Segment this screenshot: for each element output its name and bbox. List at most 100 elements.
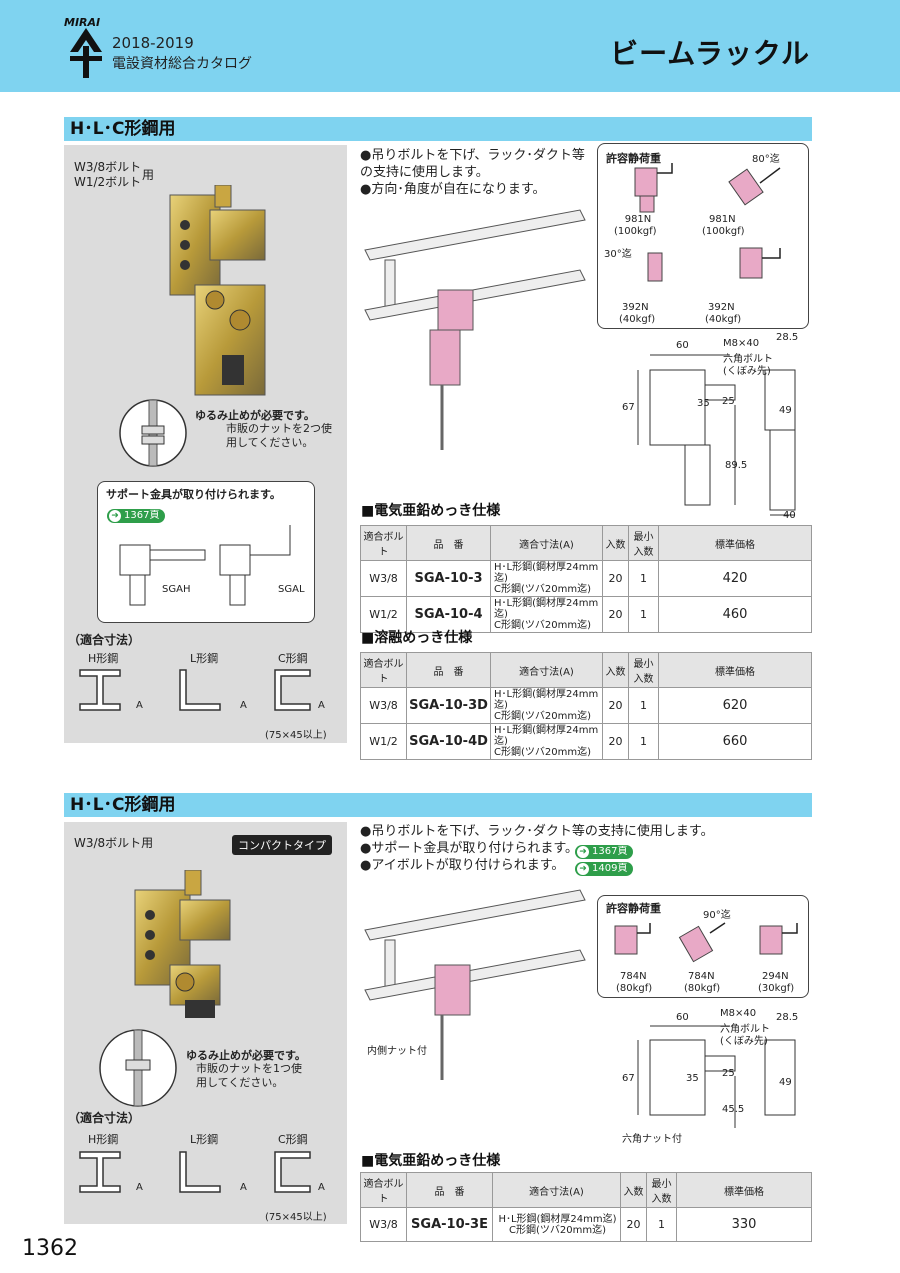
loosen-detail	[99, 1029, 177, 1107]
l-steel-label: L形鋼	[190, 652, 219, 665]
product-photo	[134, 870, 231, 1018]
load-kgf: (100kgf)	[614, 226, 657, 237]
cell-part-number: SGA-10-3D	[406, 687, 491, 724]
bolt-type: 六角ボルト	[720, 1024, 770, 1035]
spec-table: 適合ボルト 品 番 適合寸法(A) 入数 最小入数 標準価格 W3/8 SGA-…	[360, 1172, 812, 1242]
cell-min-qty: 1	[628, 596, 659, 633]
col-header: 最小入数	[646, 1172, 677, 1208]
cell-size: H･L形鋼(鋼材厚24mm迄)C形鋼(ツバ20mm迄)	[490, 560, 603, 597]
cell-bolt: W1/2	[360, 596, 407, 633]
arrow-right-icon: ➜	[109, 509, 121, 522]
cell-min-qty: 1	[628, 687, 659, 724]
col-header: 適合ボルト	[360, 525, 407, 561]
load-n: 392N	[708, 302, 735, 313]
header-bar	[0, 0, 900, 92]
c-size-note: (75×45以上)	[265, 1212, 327, 1223]
dim-89: 89.5	[725, 460, 748, 471]
cell-qty: 20	[602, 723, 629, 760]
cell-price: 330	[676, 1207, 812, 1242]
cell-size: H･L形鋼(鋼材厚24mm迄)C形鋼(ツバ20mm迄)	[492, 1207, 621, 1242]
bolt-label: W3/8ボルト用	[74, 836, 154, 850]
load-diagrams	[634, 163, 781, 282]
col-header: 入数	[620, 1172, 647, 1208]
svg-text:MIRAI: MIRAI	[64, 16, 100, 29]
ref-link[interactable]: ➜1409頁	[575, 858, 634, 877]
col-header: 適合寸法(A)	[492, 1172, 621, 1208]
compact-badge: コンパクトタイプ	[232, 835, 332, 855]
cell-min-qty: 1	[646, 1207, 677, 1242]
load-kgf: (80kgf)	[684, 983, 721, 994]
loosen-note: 市販のナットを1つ使用してください。	[196, 1062, 302, 1089]
cell-part-number: SGA-10-3	[406, 560, 491, 597]
spec-title: ■溶融めっき仕様	[361, 630, 473, 646]
col-header: 品 番	[406, 525, 491, 561]
cell-part-number: SGA-10-4D	[406, 723, 491, 760]
dim-35: 35	[686, 1073, 699, 1084]
bolt-suffix: 用	[142, 168, 155, 182]
cell-bolt: W3/8	[360, 1207, 407, 1242]
cell-qty: 20	[620, 1207, 647, 1242]
l-steel-label: L形鋼	[190, 1133, 219, 1146]
cell-bolt: W3/8	[360, 560, 407, 597]
c-size-note: (75×45以上)	[265, 730, 327, 741]
a-label: A	[136, 700, 143, 711]
bolt-size: M8×40	[723, 338, 760, 349]
col-header: 標準価格	[658, 525, 812, 561]
table-header: 適合ボルト 品 番 適合寸法(A) 入数 最小入数 標準価格	[360, 652, 812, 688]
col-header: 品 番	[406, 1172, 493, 1208]
a-label: A	[318, 1182, 325, 1193]
page-number: 1362	[22, 1236, 78, 1261]
load-n: 294N	[762, 971, 789, 982]
section-title: H･L･C形鋼用	[64, 793, 812, 817]
table-row: W3/8 SGA-10-3D H･L形鋼(鋼材厚24mm迄)C形鋼(ツバ20mm…	[360, 687, 812, 724]
hex-nut-label: 六角ナット付	[622, 1134, 682, 1145]
sgal-label: SGAL	[278, 584, 305, 595]
a-label: A	[240, 1182, 247, 1193]
bolt-type: 六角ボルト	[723, 354, 773, 365]
angle-label: 80°迄	[752, 154, 780, 165]
load-kgf: (40kgf)	[705, 314, 742, 325]
col-header: 最小入数	[628, 652, 659, 688]
load-n: 981N	[709, 214, 736, 225]
cell-qty: 20	[602, 596, 629, 633]
arrow-right-icon: ➜	[577, 845, 589, 858]
load-n: 784N	[620, 971, 647, 982]
support-ref-link[interactable]: ➜1367頁	[107, 505, 166, 524]
cell-size: H･L形鋼(鋼材厚24mm迄)C形鋼(ツバ20mm迄)	[490, 723, 603, 760]
catalog-name: 電設資材総合カタログ	[112, 56, 252, 72]
load-value: 981N	[620, 214, 656, 225]
steel-shapes	[79, 669, 311, 711]
table-header: 適合ボルト 品 番 適合寸法(A) 入数 最小入数 標準価格	[360, 1172, 812, 1208]
sgah-label: SGAH	[162, 584, 191, 595]
cell-bolt: W1/2	[360, 723, 407, 760]
cell-qty: 20	[602, 687, 629, 724]
inner-nut-label: 内側ナット付	[367, 1046, 427, 1057]
bolt-tip: (くぼみ先)	[723, 366, 771, 377]
bolt-size: M8×40	[720, 1008, 757, 1019]
bolt-tip: (くぼみ先)	[720, 1036, 768, 1047]
col-header: 入数	[602, 652, 629, 688]
load-kgf: (30kgf)	[758, 983, 795, 994]
table-header: 適合ボルト 品 番 適合寸法(A) 入数 最小入数 標準価格	[360, 525, 812, 561]
section-title: H･L･C形鋼用	[64, 117, 812, 141]
support-title: サポート金具が取り付けられます。	[106, 488, 281, 501]
h-steel-label: H形鋼	[88, 1133, 119, 1146]
feature-text: ●サポート金具が取り付けられます。	[360, 841, 579, 856]
cell-part-number: SGA-10-3E	[406, 1207, 493, 1242]
load-kgf: (100kgf)	[702, 226, 745, 237]
dimension-drawing	[637, 1025, 796, 1128]
load-n: 981N	[624, 214, 652, 225]
h-steel-label: H形鋼	[88, 652, 119, 665]
loosen-title: ゆるみ止めが必要です。	[186, 1049, 306, 1062]
a-label: A	[136, 1182, 143, 1193]
dim-40: 40	[783, 510, 796, 521]
dim-67: 67	[622, 1073, 635, 1084]
steel-shapes	[79, 1151, 311, 1193]
table-row: W3/8 SGA-10-3E H･L形鋼(鋼材厚24mm迄)C形鋼(ツバ20mm…	[360, 1207, 812, 1242]
dim-28: 28.5	[776, 1012, 799, 1023]
col-header: 適合寸法(A)	[490, 525, 603, 561]
col-header: 最小入数	[628, 525, 659, 561]
col-header: 入数	[602, 525, 629, 561]
ref-link[interactable]: ➜1367頁	[575, 841, 634, 860]
cell-price: 620	[658, 687, 812, 724]
